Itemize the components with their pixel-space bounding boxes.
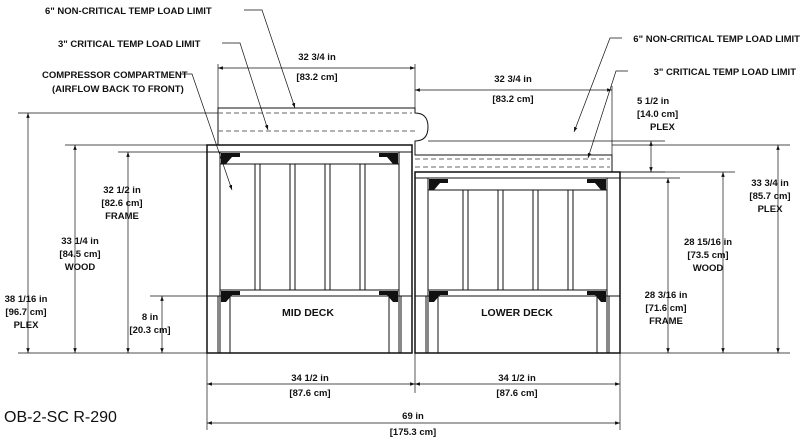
dim-plex-right-label: PLEX [758, 204, 783, 215]
compressor-airflow-label: (AIRFLOW BACK TO FRONT) [52, 84, 184, 95]
dim-frame-lower-imperial: 28 3/16 in [645, 290, 688, 301]
dim-wood-lower-label: WOOD [693, 263, 724, 274]
dim-plex-offset-label: PLEX [650, 122, 675, 133]
dim-frame-lower-metric: [71.6 cm] [645, 303, 686, 314]
dim-leg-imperial: 8 in [142, 312, 159, 323]
dim-bottom-left-metric: [87.6 cm] [289, 388, 330, 399]
dim-bottom-left-imperial: 34 1/2 in [291, 373, 329, 384]
dim-plex-total-imperial: 38 1/16 in [5, 294, 48, 305]
left-dimensions: 38 1/16 in [96.7 cm] PLEX 33 1/4 in [84.… [5, 112, 218, 354]
dim-wood-lower-metric: [73.5 cm] [687, 250, 728, 261]
model-number: OB-2-SC R-290 [4, 409, 117, 426]
dim-bottom-right-metric: [87.6 cm] [496, 388, 537, 399]
dim-leg-metric: [20.3 cm] [129, 325, 170, 336]
dim-bottom-right-imperial: 34 1/2 in [498, 373, 536, 384]
dim-plex-right-metric: [85.7 cm] [749, 191, 790, 202]
lower-deck-label: LOWER DECK [481, 307, 553, 319]
dim-frame-mid-metric: [82.6 cm] [101, 198, 142, 209]
dim-top-left-metric: [83.2 cm] [296, 72, 337, 83]
noncritical-load-label-left: 6" NON-CRITICAL TEMP LOAD LIMIT [45, 6, 212, 17]
dim-frame-lower-label: FRAME [649, 316, 683, 327]
dim-top-left-imperial: 32 3/4 in [298, 52, 336, 63]
left-callouts: 6" NON-CRITICAL TEMP LOAD LIMIT 3" CRITI… [42, 6, 296, 191]
dim-frame-mid-imperial: 32 1/2 in [103, 185, 141, 196]
bottom-dimensions: 34 1/2 in [87.6 cm] 34 1/2 in [87.6 cm] … [206, 353, 621, 438]
mid-deck-label: MID DECK [282, 307, 334, 319]
dim-plex-total-metric: [96.7 cm] [5, 307, 46, 318]
critical-load-label-left: 3" CRITICAL TEMP LOAD LIMIT [58, 39, 201, 50]
dim-top-right-imperial: 32 3/4 in [494, 74, 532, 85]
dim-plex-offset-metric: [14.0 cm] [637, 109, 678, 120]
dim-wood-mid-metric: [84.5 cm] [59, 249, 100, 260]
noncritical-load-label-right: 6" NON-CRITICAL TEMP LOAD LIMIT [633, 34, 800, 45]
lower-deck-unit: LOWER DECK [414, 141, 621, 354]
top-dimensions: 32 3/4 in [83.2 cm] 32 3/4 in [83.2 cm] [217, 52, 613, 155]
dim-total-imperial: 69 in [402, 411, 424, 422]
dim-wood-mid-label: WOOD [65, 262, 96, 273]
dim-wood-lower-imperial: 28 15/16 in [684, 237, 732, 248]
dim-wood-mid-imperial: 33 1/4 in [61, 236, 99, 247]
dim-plex-offset-imperial: 5 1/2 in [637, 96, 669, 107]
right-callouts: 6" NON-CRITICAL TEMP LOAD LIMIT 3" CRITI… [573, 34, 800, 159]
mid-deck-unit: MID DECK [206, 107, 429, 354]
dim-top-right-metric: [83.2 cm] [492, 94, 533, 105]
critical-load-label-right: 3" CRITICAL TEMP LOAD LIMIT [654, 67, 797, 78]
dim-plex-right-imperial: 33 3/4 in [751, 178, 789, 189]
dim-plex-total-label: PLEX [14, 320, 39, 331]
dim-total-metric: [175.3 cm] [390, 427, 436, 438]
dim-frame-mid-label: FRAME [105, 211, 139, 222]
compressor-compartment-label: COMPRESSOR COMPARTMENT [42, 70, 188, 81]
right-dimensions: 5 1/2 in [14.0 cm] PLEX 33 3/4 in [85.7 … [428, 96, 791, 354]
